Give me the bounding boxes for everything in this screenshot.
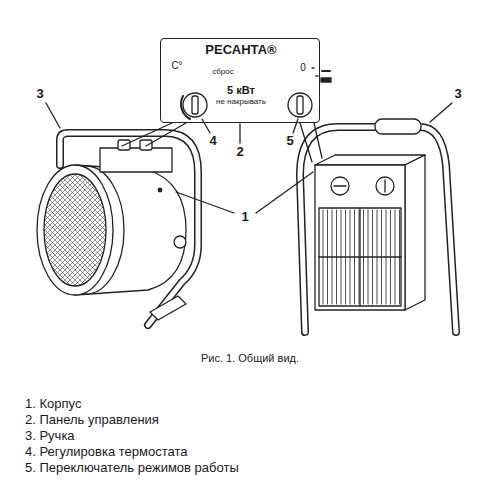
box-grille — [319, 208, 401, 306]
panel-pointer — [122, 123, 172, 146]
knob — [376, 177, 394, 195]
part-list-item: 1. Корпус — [25, 397, 81, 411]
part-list-item: 5. Переключатель режимов работы — [25, 461, 239, 475]
panel-pointer — [314, 123, 322, 158]
mode-knob — [288, 93, 312, 117]
power-rating: 5 кВт — [227, 84, 255, 96]
leader-line — [430, 103, 452, 122]
brand-name: РЕСАНТА® — [205, 43, 276, 57]
leader-line — [46, 103, 60, 128]
foot-cap — [150, 296, 186, 320]
leader-line — [176, 192, 234, 213]
leader-line — [293, 119, 298, 133]
scale-label: С° — [171, 60, 182, 71]
knob — [140, 140, 152, 150]
mode-symbol — [322, 70, 330, 72]
thermostat-knob — [183, 93, 207, 117]
knob — [331, 177, 349, 195]
callout-number: 2 — [236, 145, 243, 159]
panel-pointer — [300, 123, 312, 162]
handle-grip — [375, 119, 421, 134]
mode-label: 0 — [300, 62, 306, 73]
knob-grip — [297, 96, 303, 114]
mode-symbol — [321, 78, 331, 82]
front-grille — [44, 174, 106, 286]
front-ring — [37, 165, 113, 295]
callout-number: 5 — [286, 134, 293, 148]
part-list-item: 4. Регулировка термостата — [25, 445, 188, 459]
grille-divider — [359, 208, 360, 306]
callout-number: 1 — [241, 210, 248, 224]
knob-grip — [192, 96, 198, 114]
mode-dot — [316, 75, 318, 76]
callout-number: 3 — [36, 87, 43, 101]
box-front — [315, 165, 405, 310]
side-bolt — [174, 236, 186, 248]
callout-number: 4 — [209, 134, 216, 148]
frame-tube — [300, 127, 456, 332]
control-box — [100, 148, 172, 172]
mode-dot — [312, 67, 314, 68]
knob-mark — [334, 185, 346, 186]
control-panel: РЕСАНТА® С° сброс 0 5 кВт не накрывать — [160, 38, 320, 123]
leader-line — [239, 124, 240, 143]
leader-line — [202, 119, 210, 133]
frame-tube-inner — [300, 127, 456, 332]
figure-caption: Рис. 1. Общий вид. — [201, 352, 299, 364]
part-list-item: 3. Ручка — [25, 429, 75, 443]
callout-number: 3 — [454, 87, 461, 101]
rivet — [158, 188, 162, 192]
panel-pointer — [146, 123, 186, 146]
box-side — [405, 155, 425, 310]
reset-label: сброс — [212, 68, 233, 77]
knob-mark — [384, 180, 385, 192]
leader-line — [256, 172, 313, 213]
warning-note: не накрывать — [216, 98, 266, 107]
part-list-item: 2. Панель управления — [25, 413, 159, 427]
